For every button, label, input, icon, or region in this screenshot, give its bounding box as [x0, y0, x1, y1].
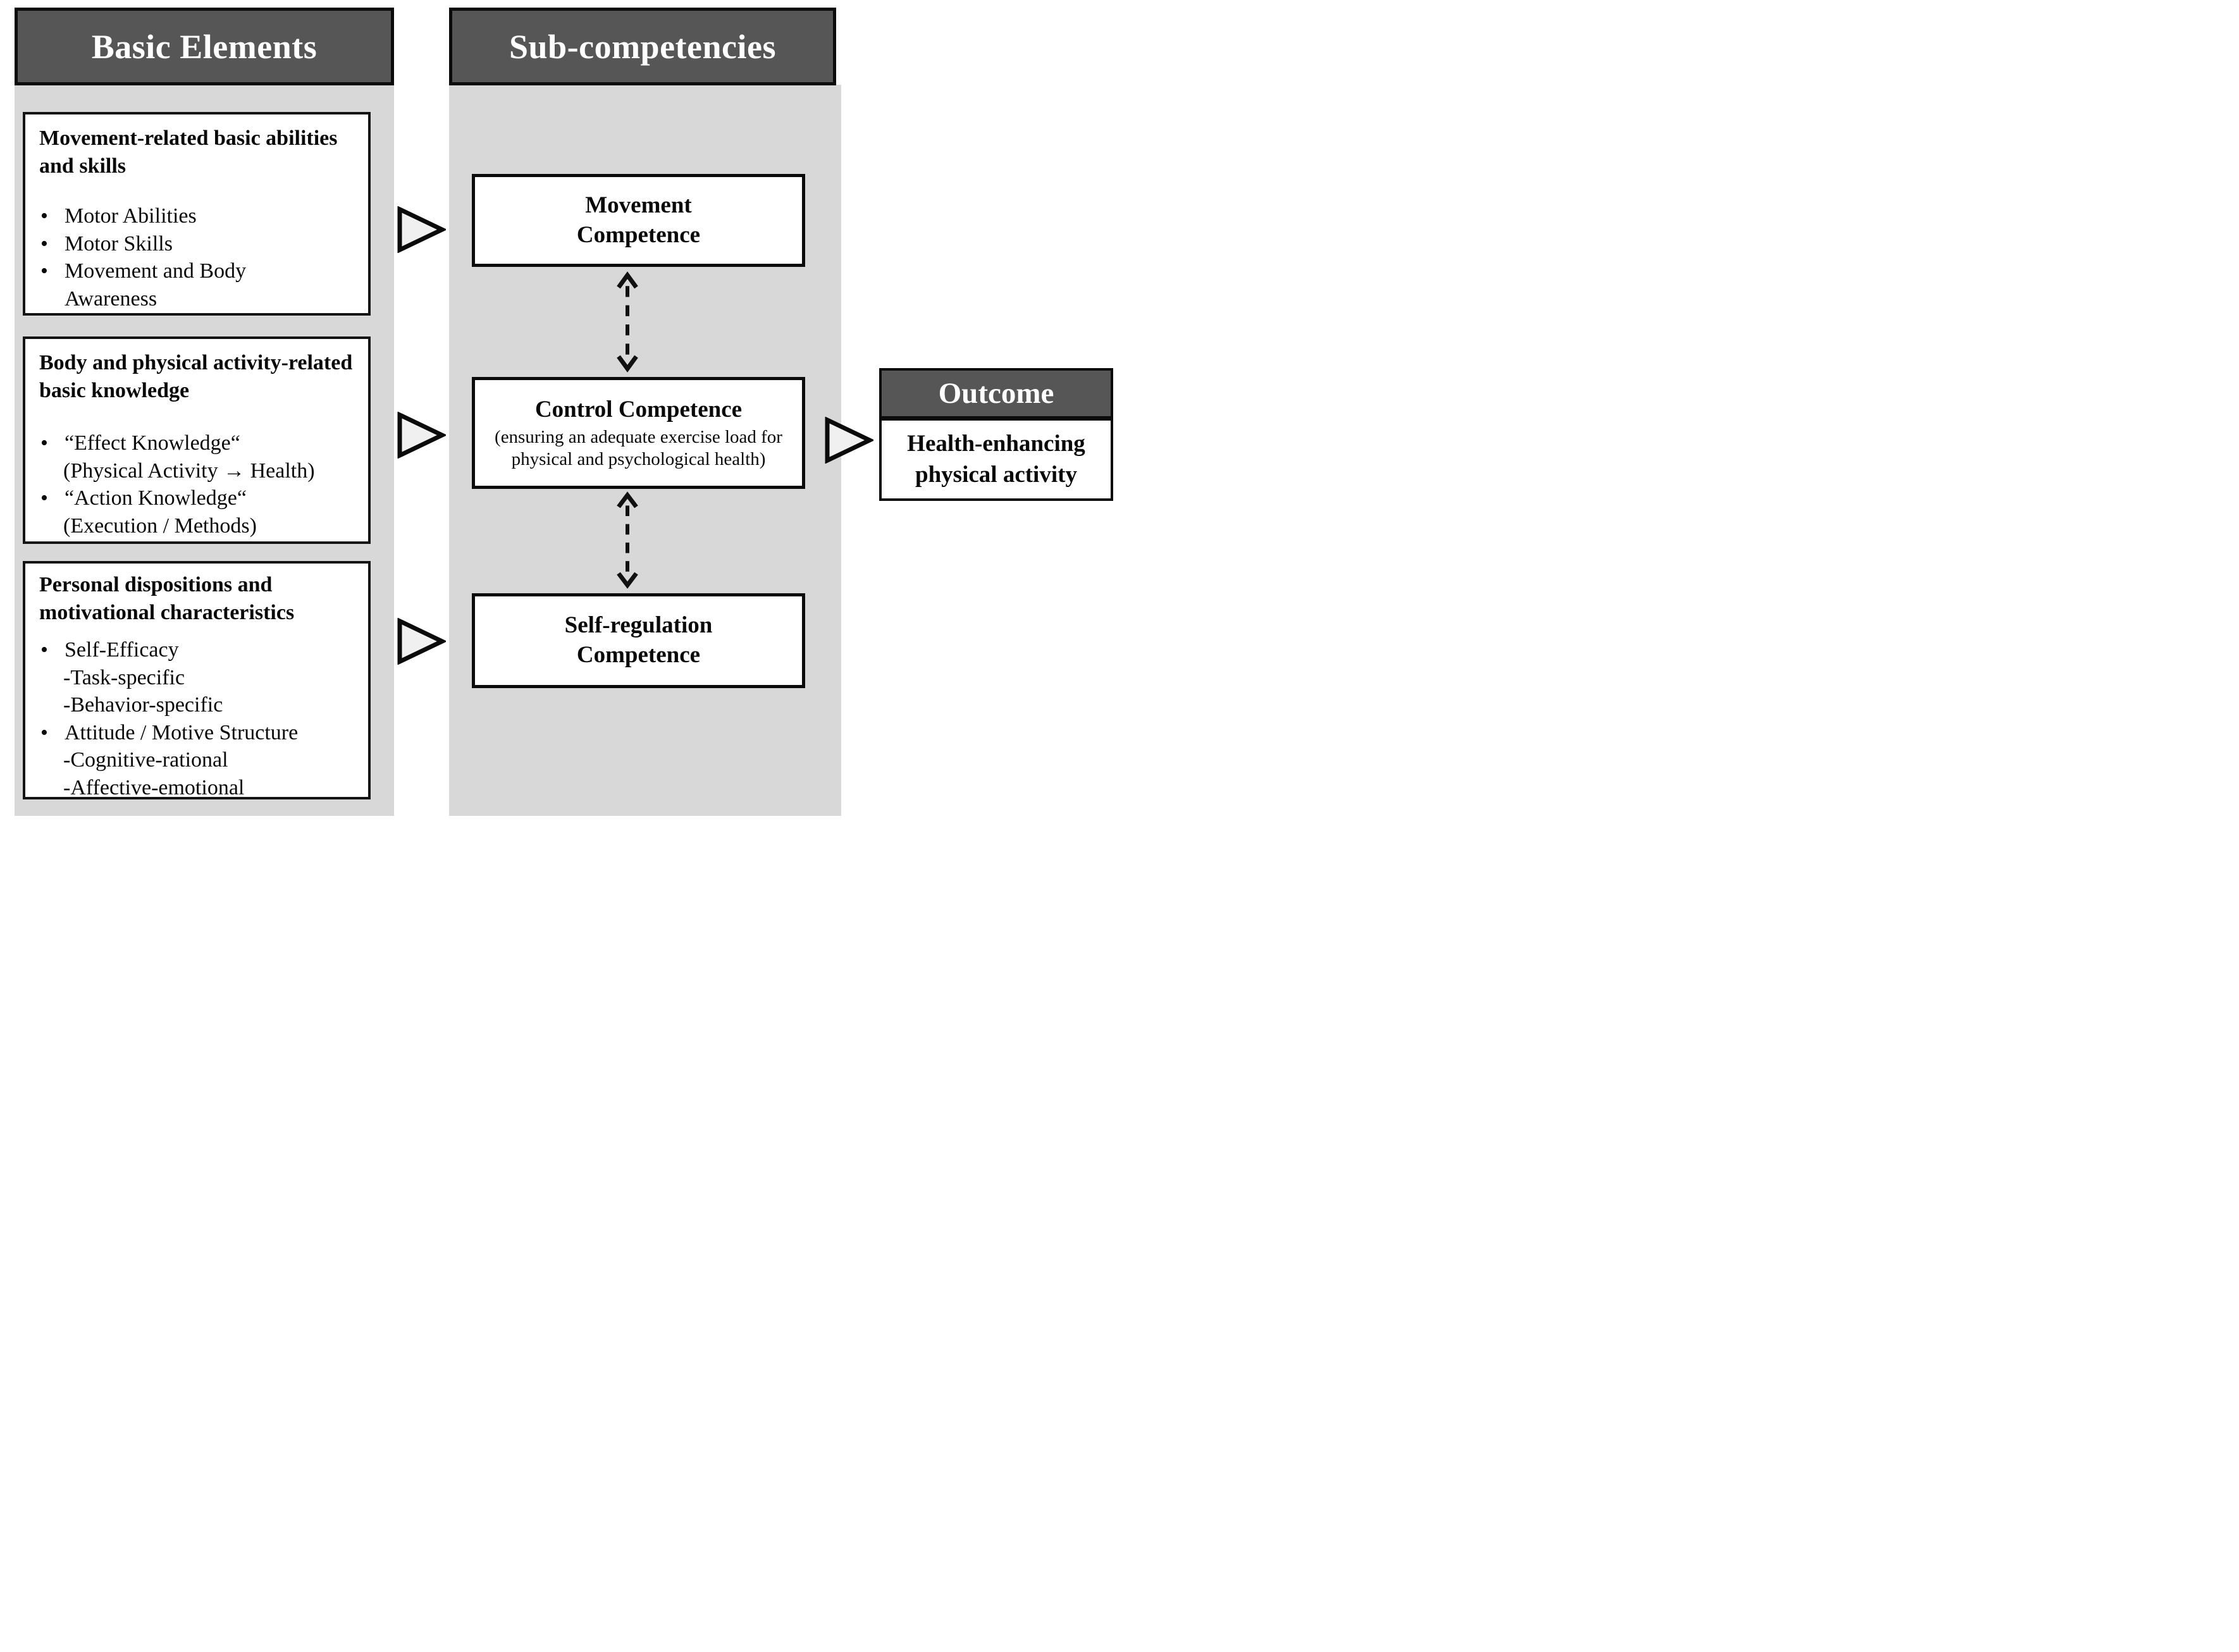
diagram-canvas: Basic Elements Sub-competencies Movement…: [0, 0, 1120, 826]
outcome-label: Health-enhancing physical activity: [907, 431, 1085, 488]
competence-box-self-regulation: Self-regulation Competence: [472, 593, 805, 688]
list-subitem-label: (Execution / Methods): [63, 514, 257, 538]
list-subitem-label: (Physical Activity → Health): [63, 459, 315, 483]
list-item-label: Attitude / Motive Structure: [65, 720, 299, 744]
list-item-label: Motor Abilities: [65, 204, 197, 228]
list-subitem-label: -Cognitive-rational: [63, 748, 228, 772]
arrow-right-triangle-icon: [397, 412, 446, 459]
box-title: Personal dispositions and motivational c…: [39, 573, 295, 624]
list-item: • “Action Knowledge“: [39, 484, 354, 512]
list-subitem-label: -Affective-emotional: [63, 775, 245, 799]
list-item: • Self-Efficacy: [39, 636, 354, 664]
dashed-double-arrow-icon: [617, 271, 638, 373]
dashed-double-arrow-icon: [617, 491, 638, 589]
list-item: • Attitude / Motive Structure: [39, 719, 354, 747]
bullet-icon: •: [40, 259, 48, 283]
arrow-right-triangle-icon: [397, 206, 446, 253]
list-item-label: Movement and Body Awareness: [65, 259, 247, 311]
bullet-icon: •: [40, 204, 48, 228]
list-subitem-label: -Task-specific: [63, 665, 185, 689]
list-item: • Movement and Body Awareness: [39, 257, 354, 312]
competence-box-control: Control Competence (ensuring an adequate…: [472, 377, 805, 489]
outcome-box: Health-enhancing physical activity: [879, 418, 1113, 501]
list-item: • Motor Skills: [39, 230, 354, 258]
competence-title: Control Competence: [534, 397, 743, 423]
arrow-right-triangle-icon: [397, 618, 446, 665]
bullet-icon: •: [40, 638, 48, 662]
competence-title: Self-regulation Competence: [564, 612, 713, 668]
bullet-icon: •: [40, 486, 48, 510]
bullet-icon: •: [40, 720, 48, 744]
basic-elements-header: Basic Elements: [15, 8, 394, 85]
box-title: Movement-related basic abilities and ski…: [39, 126, 338, 178]
competence-box-movement: Movement Competence: [472, 174, 805, 267]
basic-box-dispositions: Personal dispositions and motivational c…: [23, 561, 371, 799]
list-subitem-label: -Behavior-specific: [63, 693, 223, 717]
arrow-right-triangle-icon: [825, 417, 873, 464]
list-item-label: Self-Efficacy: [65, 638, 179, 662]
competence-title: Movement Competence: [576, 192, 701, 248]
sub-competencies-header-label: Sub-competencies: [509, 27, 776, 66]
list-item-label: “Effect Knowledge“: [65, 431, 240, 455]
basic-elements-header-label: Basic Elements: [91, 27, 318, 66]
basic-box-movement-abilities: Movement-related basic abilities and ski…: [23, 112, 371, 316]
outcome-header: Outcome: [879, 368, 1113, 419]
bullet-icon: •: [40, 231, 48, 256]
basic-box-knowledge: Body and physical activity-related basic…: [23, 336, 371, 544]
list-item-label: Motor Skills: [65, 231, 173, 256]
box-title: Body and physical activity-related basic…: [39, 351, 353, 402]
sub-competencies-header: Sub-competencies: [449, 8, 836, 85]
list-item: • Motor Abilities: [39, 202, 354, 230]
competence-subtitle: (ensuring an adequate exercise load for …: [495, 427, 782, 469]
bullet-icon: •: [40, 431, 48, 455]
outcome-header-label: Outcome: [938, 377, 1054, 410]
list-item: • “Effect Knowledge“: [39, 429, 354, 457]
list-item-label: “Action Knowledge“: [65, 486, 247, 510]
